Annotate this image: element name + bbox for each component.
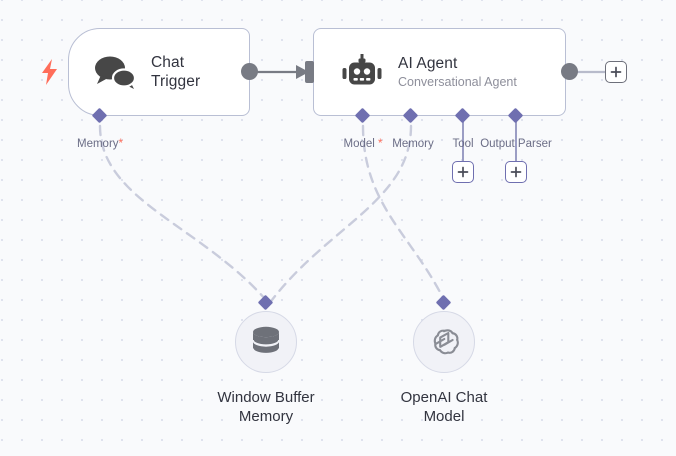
node-ai-agent[interactable]: AI Agent Conversational Agent	[313, 28, 566, 116]
node-openai-chat-model[interactable]	[413, 311, 475, 373]
chat-bubbles-icon	[93, 54, 137, 90]
port-window-buffer-memory[interactable]	[257, 294, 274, 311]
output-port-chat-trigger[interactable]	[241, 63, 258, 80]
edge-ai-agent-model	[361, 124, 446, 302]
output-port-ai-agent[interactable]	[561, 63, 578, 80]
required-marker: *	[378, 138, 383, 150]
port-label-ai-agent-tool: Tool	[452, 138, 474, 150]
edge-chat-trigger-memory	[98, 124, 268, 302]
port-label-text: Model	[343, 138, 375, 150]
node-window-buffer-memory-label: Window Buffer Memory	[217, 389, 315, 425]
robot-icon	[342, 54, 382, 90]
node-openai-chat-model-label: OpenAI Chat Model	[400, 389, 488, 425]
node-chat-trigger-text: Chat Trigger	[151, 53, 200, 91]
add-tool-button[interactable]	[452, 161, 474, 183]
port-label-ai-agent-model: Model *	[343, 138, 382, 150]
required-marker: *	[118, 138, 124, 150]
edge-ai-agent-memory	[270, 124, 413, 302]
port-openai-chat-model[interactable]	[435, 294, 452, 311]
input-port-ai-agent[interactable]	[305, 61, 314, 83]
node-window-buffer-memory[interactable]	[235, 311, 297, 373]
node-ai-agent-subtitle: Conversational Agent	[398, 75, 517, 89]
port-label-text: Memory	[76, 138, 119, 150]
port-label-chat-trigger-memory: Memory*	[77, 138, 123, 150]
node-ai-agent-text: AI Agent Conversational Agent	[398, 54, 517, 90]
port-label-ai-agent-memory: Memory	[392, 138, 434, 150]
openai-logo-icon	[433, 329, 459, 355]
database-icon	[252, 326, 280, 355]
lightning-bolt-icon	[40, 58, 60, 86]
add-output-parser-button[interactable]	[505, 161, 527, 183]
port-label-ai-agent-output-parser: Output Parser	[480, 138, 552, 150]
node-chat-trigger[interactable]: Chat Trigger	[68, 28, 250, 116]
node-chat-trigger-title: Chat Trigger	[151, 54, 201, 90]
node-ai-agent-title: AI Agent	[398, 55, 458, 72]
add-next-node-button[interactable]	[605, 61, 627, 83]
